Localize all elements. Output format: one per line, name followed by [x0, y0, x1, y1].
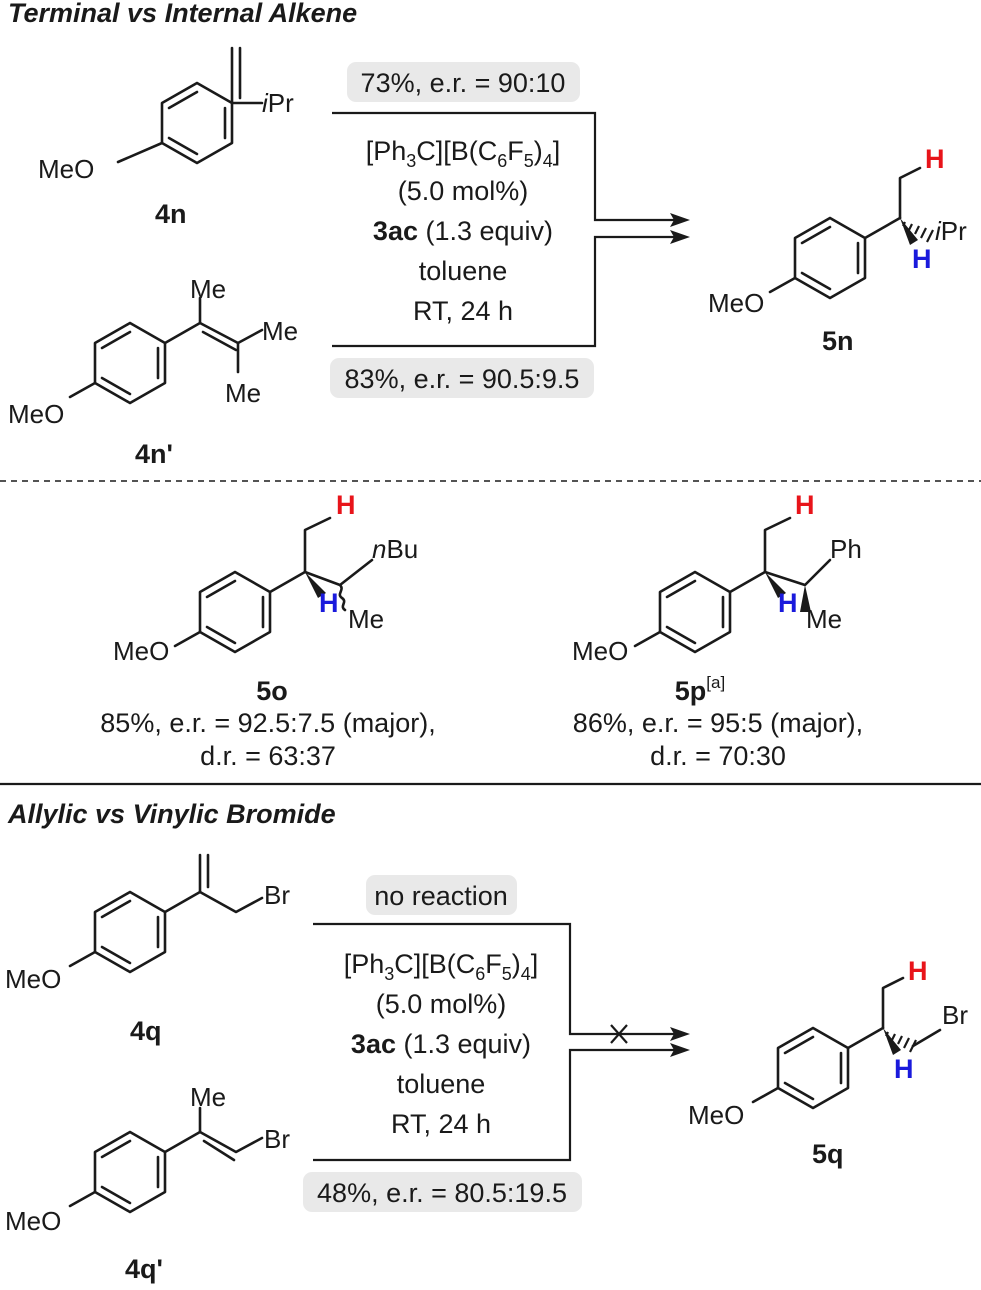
- label-me-right: Me: [262, 316, 298, 346]
- section-title-allylic-vinylic: Allylic vs Vinylic Bromide: [7, 799, 336, 829]
- result-4n: 73%, e.r. = 90:10: [361, 68, 566, 98]
- hydrogen-blue: H: [778, 588, 798, 618]
- label-br: Br: [264, 880, 290, 910]
- hydrogen-red: H: [795, 490, 815, 520]
- result-5p-line1: 86%, e.r. = 95:5 (major),: [573, 708, 863, 738]
- label-me-top: Me: [190, 274, 226, 304]
- result-4n-prime: 83%, e.r. = 90.5:9.5: [345, 364, 580, 394]
- catalyst-loading: (5.0 mol%): [398, 176, 529, 206]
- compound-label-4n-prime: 4n': [135, 439, 173, 469]
- result-4q-prime: 48%, e.r. = 80.5:19.5: [317, 1178, 567, 1208]
- label-meo: MeO: [572, 636, 628, 666]
- catalyst: [Ph3C][B(C6F5)4]: [366, 136, 561, 171]
- hydrogen-blue: H: [319, 588, 339, 618]
- reaction-line-4q-prime: [313, 1048, 675, 1162]
- reaction-line-4n: [332, 111, 675, 222]
- compound-label-5p: 5p[a]: [675, 673, 725, 706]
- label-meo: MeO: [113, 636, 169, 666]
- label-meo: MeO: [8, 399, 64, 429]
- result-5o-line2: d.r. = 63:37: [200, 741, 336, 771]
- reaction-line-4q: [313, 922, 675, 1036]
- label-me: Me: [806, 604, 842, 634]
- solvent: toluene: [419, 256, 508, 286]
- label-meo: MeO: [5, 964, 61, 994]
- structure-4n-prime: Me Me Me MeO: [8, 274, 298, 429]
- structure-5o: H H nBu Me MeO: [113, 490, 418, 666]
- label-me: Me: [348, 604, 384, 634]
- structure-5n: H H iPr MeO: [708, 144, 967, 318]
- arrow-head: [670, 1043, 690, 1057]
- compound-label-5q: 5q: [812, 1139, 844, 1169]
- no-reaction-cross: [610, 1024, 628, 1044]
- label-ph: Ph: [830, 534, 862, 564]
- compound-label-4q: 4q: [130, 1016, 162, 1046]
- label-meo: MeO: [688, 1100, 744, 1130]
- result-4q: no reaction: [374, 881, 508, 911]
- label-nbu: nBu: [372, 534, 418, 564]
- hydrogen-red: H: [336, 490, 356, 520]
- result-pill-4n-prime: [330, 358, 594, 398]
- reaction-line-4n-prime: [332, 235, 675, 348]
- catalyst-loading: (5.0 mol%): [376, 989, 507, 1019]
- reagent: 3ac (1.3 equiv): [373, 216, 553, 246]
- solvent: toluene: [397, 1069, 486, 1099]
- arrow-head: [670, 1027, 690, 1041]
- hydrogen-red: H: [908, 956, 928, 986]
- reagent: 3ac (1.3 equiv): [351, 1029, 531, 1059]
- label-br: Br: [264, 1124, 290, 1154]
- hydrogen-blue: H: [894, 1054, 914, 1084]
- catalyst: [Ph3C][B(C6F5)4]: [344, 949, 539, 984]
- arrow-head: [670, 213, 690, 227]
- result-pill-4n: [347, 62, 580, 102]
- label-me: Me: [190, 1082, 226, 1112]
- hydrogen-blue: H: [912, 244, 932, 274]
- time-temperature: RT, 24 h: [391, 1109, 491, 1139]
- arrow-head: [670, 230, 690, 244]
- time-temperature: RT, 24 h: [413, 296, 513, 326]
- section-title-terminal-internal: Terminal vs Internal Alkene: [8, 0, 357, 28]
- compound-label-4n: 4n: [155, 199, 187, 229]
- structure-4n: iPr MeO: [38, 46, 294, 184]
- compound-label-5o: 5o: [256, 676, 288, 706]
- structure-5q: H H Br MeO: [688, 956, 968, 1130]
- label-ipr: iPr: [935, 216, 967, 246]
- hydrogen-red: H: [925, 144, 945, 174]
- label-me-bottom: Me: [225, 378, 261, 408]
- label-meo: MeO: [708, 288, 764, 318]
- result-5p-line2: d.r. = 70:30: [650, 741, 786, 771]
- compound-label-4q-prime: 4q': [125, 1254, 163, 1284]
- compound-label-5n: 5n: [822, 326, 854, 356]
- structure-5p: H H Ph Me MeO: [572, 490, 862, 666]
- structure-4q: Br MeO: [5, 853, 290, 994]
- label-ipr: iPr: [262, 88, 294, 118]
- result-5o-line1: 85%, e.r. = 92.5:7.5 (major),: [100, 708, 435, 738]
- result-pill-4q-prime: [303, 1172, 582, 1212]
- result-pill-4q: [366, 875, 517, 915]
- label-meo: MeO: [38, 154, 94, 184]
- label-br: Br: [942, 1000, 968, 1030]
- structure-4q-prime: Me Br MeO: [5, 1082, 290, 1236]
- label-meo: MeO: [5, 1206, 61, 1236]
